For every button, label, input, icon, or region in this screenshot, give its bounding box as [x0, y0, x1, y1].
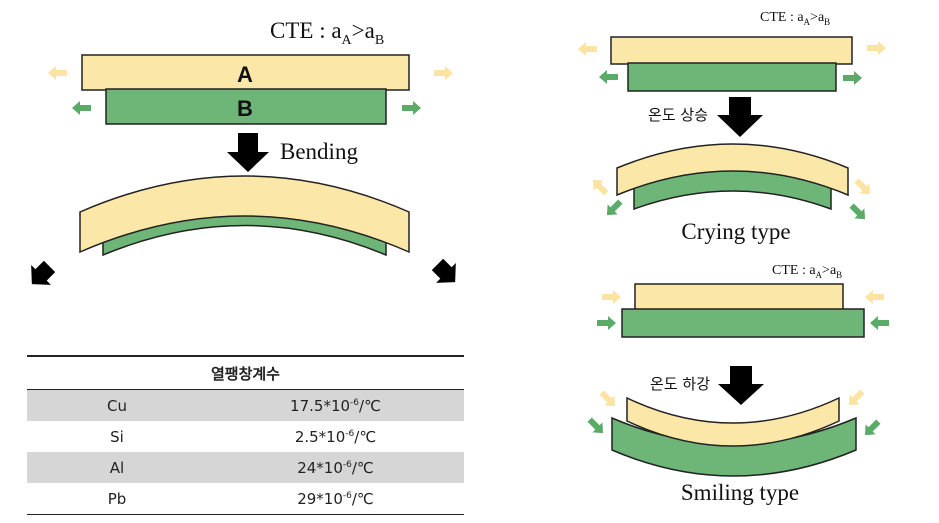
rt-bent-arrow-right-a-icon: [851, 175, 876, 200]
rb-down-arrow-icon: [718, 366, 764, 405]
smiling-type-label: Smiling type: [681, 480, 799, 505]
layer-a-bar: [81, 54, 410, 91]
rb-arrow-in-right-b-icon: [870, 316, 889, 330]
value-cell: 24*10-6/℃: [207, 452, 464, 483]
cte-table: 열팽창계수 Cu 17.5*10-6/℃ Si 2.5*10-6/℃ Al 24…: [27, 355, 464, 515]
rt-bent-arrow-left-b-icon: [601, 196, 626, 221]
rb-arrow-in-left-b-icon: [597, 316, 616, 330]
arrow-right-b-icon: [402, 101, 421, 115]
rt-arrow-left-a-icon: [578, 42, 597, 56]
value-cell: 29*10-6/℃: [207, 483, 464, 515]
layer-b-bar: [105, 88, 387, 125]
rb-bent-arrow-left-a-icon: [596, 387, 621, 412]
bending-label: Bending: [280, 139, 358, 164]
right-bottom-cte-label: CTE : aA>aB: [772, 263, 842, 280]
rt-temp-rise-label: 온도 상승: [648, 106, 708, 124]
rb-bent-layer-a: [626, 396, 840, 447]
rb-layer-b-bar: [621, 308, 865, 338]
arrow-right-a-icon: [434, 66, 453, 80]
arrow-left-b-icon: [72, 101, 91, 115]
crying-type-label: Crying type: [681, 219, 790, 244]
rb-bent-arrow-right-a-icon: [843, 386, 868, 411]
rb-layer-a-bar: [634, 283, 844, 311]
arrow-left-a-icon: [48, 66, 67, 80]
left-cte-label: CTE : aA>aB: [270, 18, 384, 48]
table-row: Si 2.5*10-6/℃: [27, 421, 464, 452]
layer-a-label: A: [237, 62, 253, 87]
material-cell: Cu: [27, 389, 207, 421]
table-row: Pb 29*10-6/℃: [27, 483, 464, 515]
rt-layer-b-bar: [627, 62, 837, 92]
curl-left-arrow-icon: [31, 260, 56, 285]
value-cell: 17.5*10-6/℃: [207, 389, 464, 421]
value-cell: 2.5*10-6/℃: [294, 427, 377, 446]
rt-arrow-right-b-icon: [843, 71, 862, 85]
table-row: Al 24*10-6/℃: [27, 452, 464, 483]
rt-layer-a-bar: [610, 36, 853, 65]
material-cell: Al: [27, 452, 207, 483]
rb-arrow-in-right-a-icon: [865, 290, 884, 304]
rt-bent-layer-a: [616, 143, 849, 197]
table-header: 열팽창계수: [27, 355, 464, 390]
rb-bent-arrow-right-b-icon: [859, 416, 884, 441]
right-top-cte-label: CTE : aA>aB: [760, 10, 830, 27]
rt-bent-arrow-right-b-icon: [846, 200, 871, 225]
table-row: Cu 17.5*10-6/℃: [27, 389, 464, 421]
bending-down-arrow-icon: [227, 133, 269, 172]
rt-arrow-left-b-icon: [599, 70, 618, 84]
rt-arrow-right-a-icon: [867, 41, 886, 55]
layer-b-label: B: [237, 96, 253, 121]
rb-temp-fall-label: 온도 하강: [650, 375, 710, 393]
bent-layer-a: [79, 175, 410, 254]
rb-arrow-in-left-a-icon: [602, 290, 621, 304]
material-cell: Pb: [27, 483, 207, 515]
table-header-row: 열팽창계수: [27, 355, 464, 390]
rt-bent-arrow-left-a-icon: [587, 174, 612, 199]
rb-bent-arrow-left-b-icon: [584, 414, 609, 439]
material-cell: Si: [110, 427, 124, 446]
rt-down-arrow-icon: [717, 97, 763, 137]
curl-right-arrow-icon: [431, 258, 456, 283]
